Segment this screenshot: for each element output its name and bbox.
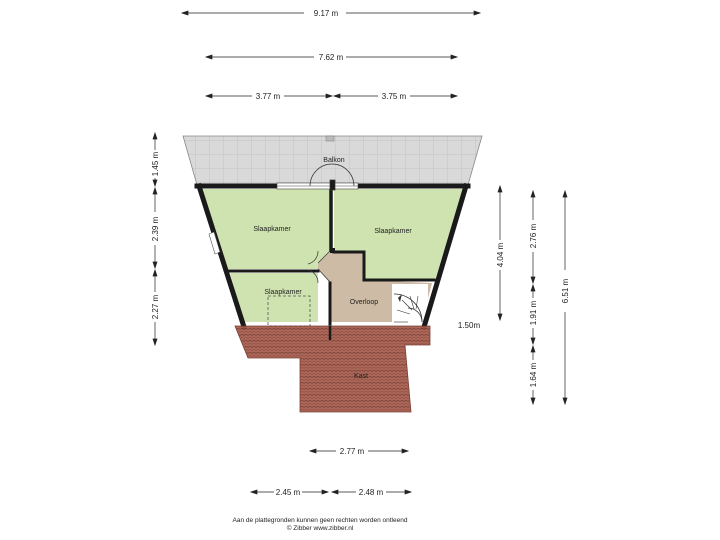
dim-bottom-1: 2.77 m bbox=[340, 447, 365, 456]
footer-credit: © Zibber www.zibber.nl bbox=[286, 525, 354, 532]
dim-right-b2: 1.91 m bbox=[529, 300, 538, 325]
balcony-door bbox=[309, 163, 355, 191]
dim-right-total: 6.51 m bbox=[561, 278, 570, 303]
room-label-kast: Kast bbox=[354, 373, 368, 380]
dim-left-2: 2.39 m bbox=[151, 216, 160, 241]
staircase bbox=[392, 284, 428, 323]
dim-right-a: 4.04 m bbox=[496, 242, 505, 267]
dim-bottom-left: 2.45 m bbox=[276, 488, 301, 497]
landing-doors bbox=[307, 250, 331, 284]
footer-disclaimer: Aan de plattegronden kunnen geen rechten… bbox=[232, 517, 408, 524]
balcony-drain bbox=[325, 135, 335, 142]
room-label-slaapkamer-2: Slaapkamer bbox=[374, 228, 412, 235]
room-label-balkon: Balkon bbox=[323, 157, 345, 164]
dim-top-total: 9.17 m bbox=[314, 9, 339, 18]
dim-top-right: 3.75 m bbox=[382, 92, 407, 101]
dim-bottom-right: 2.48 m bbox=[359, 488, 384, 497]
dim-right-b1: 2.76 m bbox=[529, 223, 538, 248]
dim-left-3: 2.27 m bbox=[151, 294, 160, 319]
dim-top-inner: 7.62 m bbox=[319, 53, 344, 62]
side-window bbox=[208, 231, 221, 255]
bedroom-1-floor bbox=[202, 189, 331, 269]
dim-right-b3: 1.64 m bbox=[529, 362, 538, 387]
roof-overhang bbox=[234, 325, 431, 413]
room-label-slaapkamer-3: Slaapkamer bbox=[264, 289, 302, 296]
dimension-lines bbox=[152, 10, 568, 495]
dim-left-1: 1.45 m bbox=[151, 151, 160, 176]
room-label-overloop: Overloop bbox=[350, 299, 379, 306]
walls bbox=[194, 182, 471, 331]
bedroom-3-floor bbox=[230, 273, 318, 322]
bedroom-2-floor bbox=[334, 189, 463, 280]
dim-top-left: 3.77 m bbox=[256, 92, 281, 101]
room-label-slaapkamer-1: Slaapkamer bbox=[253, 226, 291, 233]
dim-side-note: 1.50m bbox=[458, 321, 481, 330]
